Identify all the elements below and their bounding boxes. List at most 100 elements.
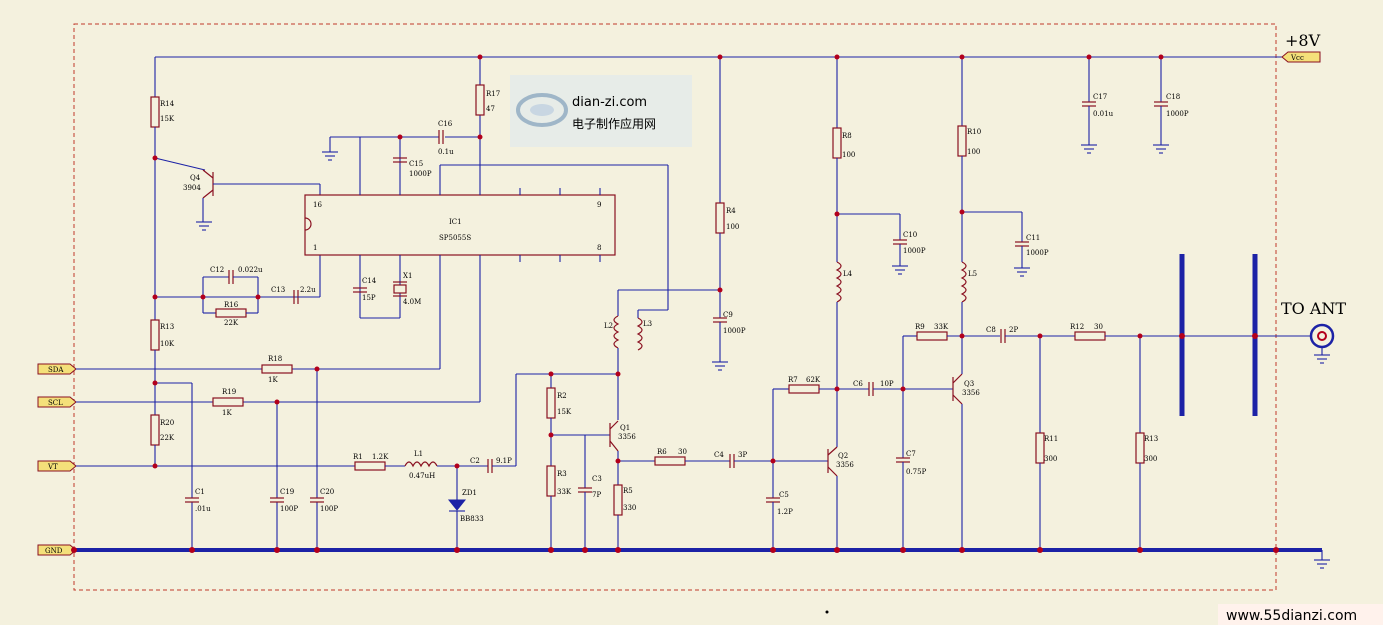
svg-text:L3: L3: [643, 320, 652, 328]
svg-text:1.2P: 1.2P: [777, 508, 793, 516]
svg-text:Q1: Q1: [620, 424, 630, 432]
svg-text:ZD1: ZD1: [462, 489, 477, 497]
ground-symbol-right: [1314, 550, 1330, 569]
capacitor-c10: C10 1000P: [893, 231, 926, 255]
transistor-q4: Q4 3904: [183, 169, 214, 199]
ground-ic-top: [322, 151, 338, 161]
svg-text:1000P: 1000P: [1166, 110, 1189, 118]
svg-text:C13: C13: [271, 286, 285, 294]
capacitor-c12: C12 0.022u: [203, 266, 263, 284]
port-scl: SCL: [37, 396, 480, 408]
svg-text:C18: C18: [1166, 93, 1180, 101]
svg-text:1: 1: [313, 244, 317, 252]
svg-text:100P: 100P: [320, 505, 338, 513]
svg-text:C7: C7: [906, 450, 916, 458]
resistor-r13-output: R13 300: [1135, 432, 1158, 464]
page-mark: [825, 610, 829, 614]
svg-text:100: 100: [726, 223, 739, 231]
capacitor-c17: C17 0.01u: [1082, 93, 1114, 118]
svg-text:BB833: BB833: [460, 515, 484, 523]
inductor-l3: L3: [636, 317, 652, 351]
resistor-r9: R9 33K: [915, 323, 949, 341]
svg-text:GND: GND: [45, 547, 63, 555]
svg-text:33K: 33K: [934, 323, 949, 331]
svg-text:9: 9: [597, 201, 601, 209]
svg-text:62K: 62K: [806, 376, 821, 384]
svg-text:300: 300: [1144, 455, 1157, 463]
junction-dots: [71, 54, 1279, 553]
resistor-r14: R14 15K: [150, 96, 175, 128]
ground-c10: [892, 265, 908, 275]
svg-text:C17: C17: [1093, 93, 1107, 101]
inductor-l1: L1 0.47uH: [404, 450, 438, 480]
svg-text:SDA: SDA: [48, 366, 64, 374]
svg-text:C4: C4: [714, 451, 724, 459]
capacitor-c13: C13 2.2u: [271, 286, 316, 304]
capacitor-c15: C15 1000P: [393, 157, 432, 178]
resistor-r4: R4 100: [715, 202, 739, 234]
svg-text:C11: C11: [1026, 234, 1040, 242]
capacitor-c18: C18 1000P: [1154, 93, 1189, 118]
svg-text:47: 47: [486, 105, 495, 113]
svg-text:1K: 1K: [268, 376, 278, 384]
svg-text:R4: R4: [726, 207, 736, 215]
antenna-connector: [1309, 323, 1335, 364]
svg-text:15P: 15P: [362, 294, 376, 302]
svg-text:C15: C15: [409, 160, 423, 168]
capacitor-c5: C5 1.2P: [766, 491, 793, 516]
svg-text:22K: 22K: [224, 319, 239, 327]
resistor-r3: R3 33K: [546, 465, 572, 497]
svg-text:3356: 3356: [618, 433, 636, 441]
capacitor-c4: C4 3P: [714, 451, 747, 468]
svg-text:0.1u: 0.1u: [438, 148, 454, 156]
svg-text:L2: L2: [604, 322, 613, 330]
ground-c18: [1153, 144, 1169, 154]
svg-text:R6: R6: [657, 448, 667, 456]
capacitor-c6: C6 10P: [853, 380, 894, 396]
svg-text:1000P: 1000P: [723, 327, 746, 335]
svg-text:R8: R8: [842, 132, 852, 140]
resistor-r19: R19 1K: [212, 388, 244, 417]
capacitor-c11: C11 1000P: [1015, 234, 1049, 257]
capacitor-c19: C19 100P: [270, 488, 298, 513]
svg-text:R16: R16: [224, 301, 239, 309]
svg-text:www.55dianzi.com: www.55dianzi.com: [1226, 608, 1357, 624]
svg-text:IC1: IC1: [449, 218, 462, 226]
svg-text:0.022u: 0.022u: [238, 266, 263, 274]
svg-text:R2: R2: [557, 392, 567, 400]
ground-c9: [712, 361, 728, 371]
port-gnd: GND: [37, 544, 77, 556]
svg-text:3356: 3356: [836, 461, 854, 469]
svg-text:0.47uH: 0.47uH: [409, 472, 435, 480]
capacitor-c9: C9 1000P: [713, 311, 746, 335]
resistor-r18: R18 1K: [261, 355, 293, 384]
svg-text:C6: C6: [853, 380, 863, 388]
svg-text:dian-zi.com: dian-zi.com: [572, 95, 647, 110]
svg-text:SCL: SCL: [48, 399, 63, 407]
svg-text:R5: R5: [623, 487, 633, 495]
svg-text:3P: 3P: [738, 451, 747, 459]
svg-text:22K: 22K: [160, 434, 175, 442]
resistor-r12: R12 30: [1070, 323, 1106, 341]
resistor-r7: R7 62K: [788, 376, 821, 394]
svg-text:30: 30: [678, 448, 687, 456]
capacitor-c1: C1 .01u: [185, 488, 211, 513]
resistor-r5: R5 330: [613, 484, 636, 516]
svg-text:R18: R18: [268, 355, 282, 363]
svg-text:15K: 15K: [557, 408, 572, 416]
transistor-q1: Q1 3356: [609, 420, 636, 452]
ic1-sp5055s: 16 1 9 8 IC1 SP5055S: [304, 194, 616, 256]
svg-text:10K: 10K: [160, 340, 175, 348]
resistor-r2: R2 15K: [546, 387, 572, 419]
svg-text:电子制作应用网: 电子制作应用网: [572, 116, 656, 131]
ground-q4: [196, 221, 212, 231]
svg-text:8: 8: [597, 244, 601, 252]
svg-text:SP5055S: SP5055S: [439, 234, 471, 242]
svg-text:10P: 10P: [880, 380, 894, 388]
svg-text:Q2: Q2: [838, 452, 848, 460]
svg-text:.01u: .01u: [195, 505, 211, 513]
capacitor-c16: C16 0.1u: [438, 120, 454, 156]
resistor-r8: R8 100: [832, 127, 855, 159]
capacitor-c3: C3 7P: [578, 475, 602, 499]
svg-text:C12: C12: [210, 266, 224, 274]
